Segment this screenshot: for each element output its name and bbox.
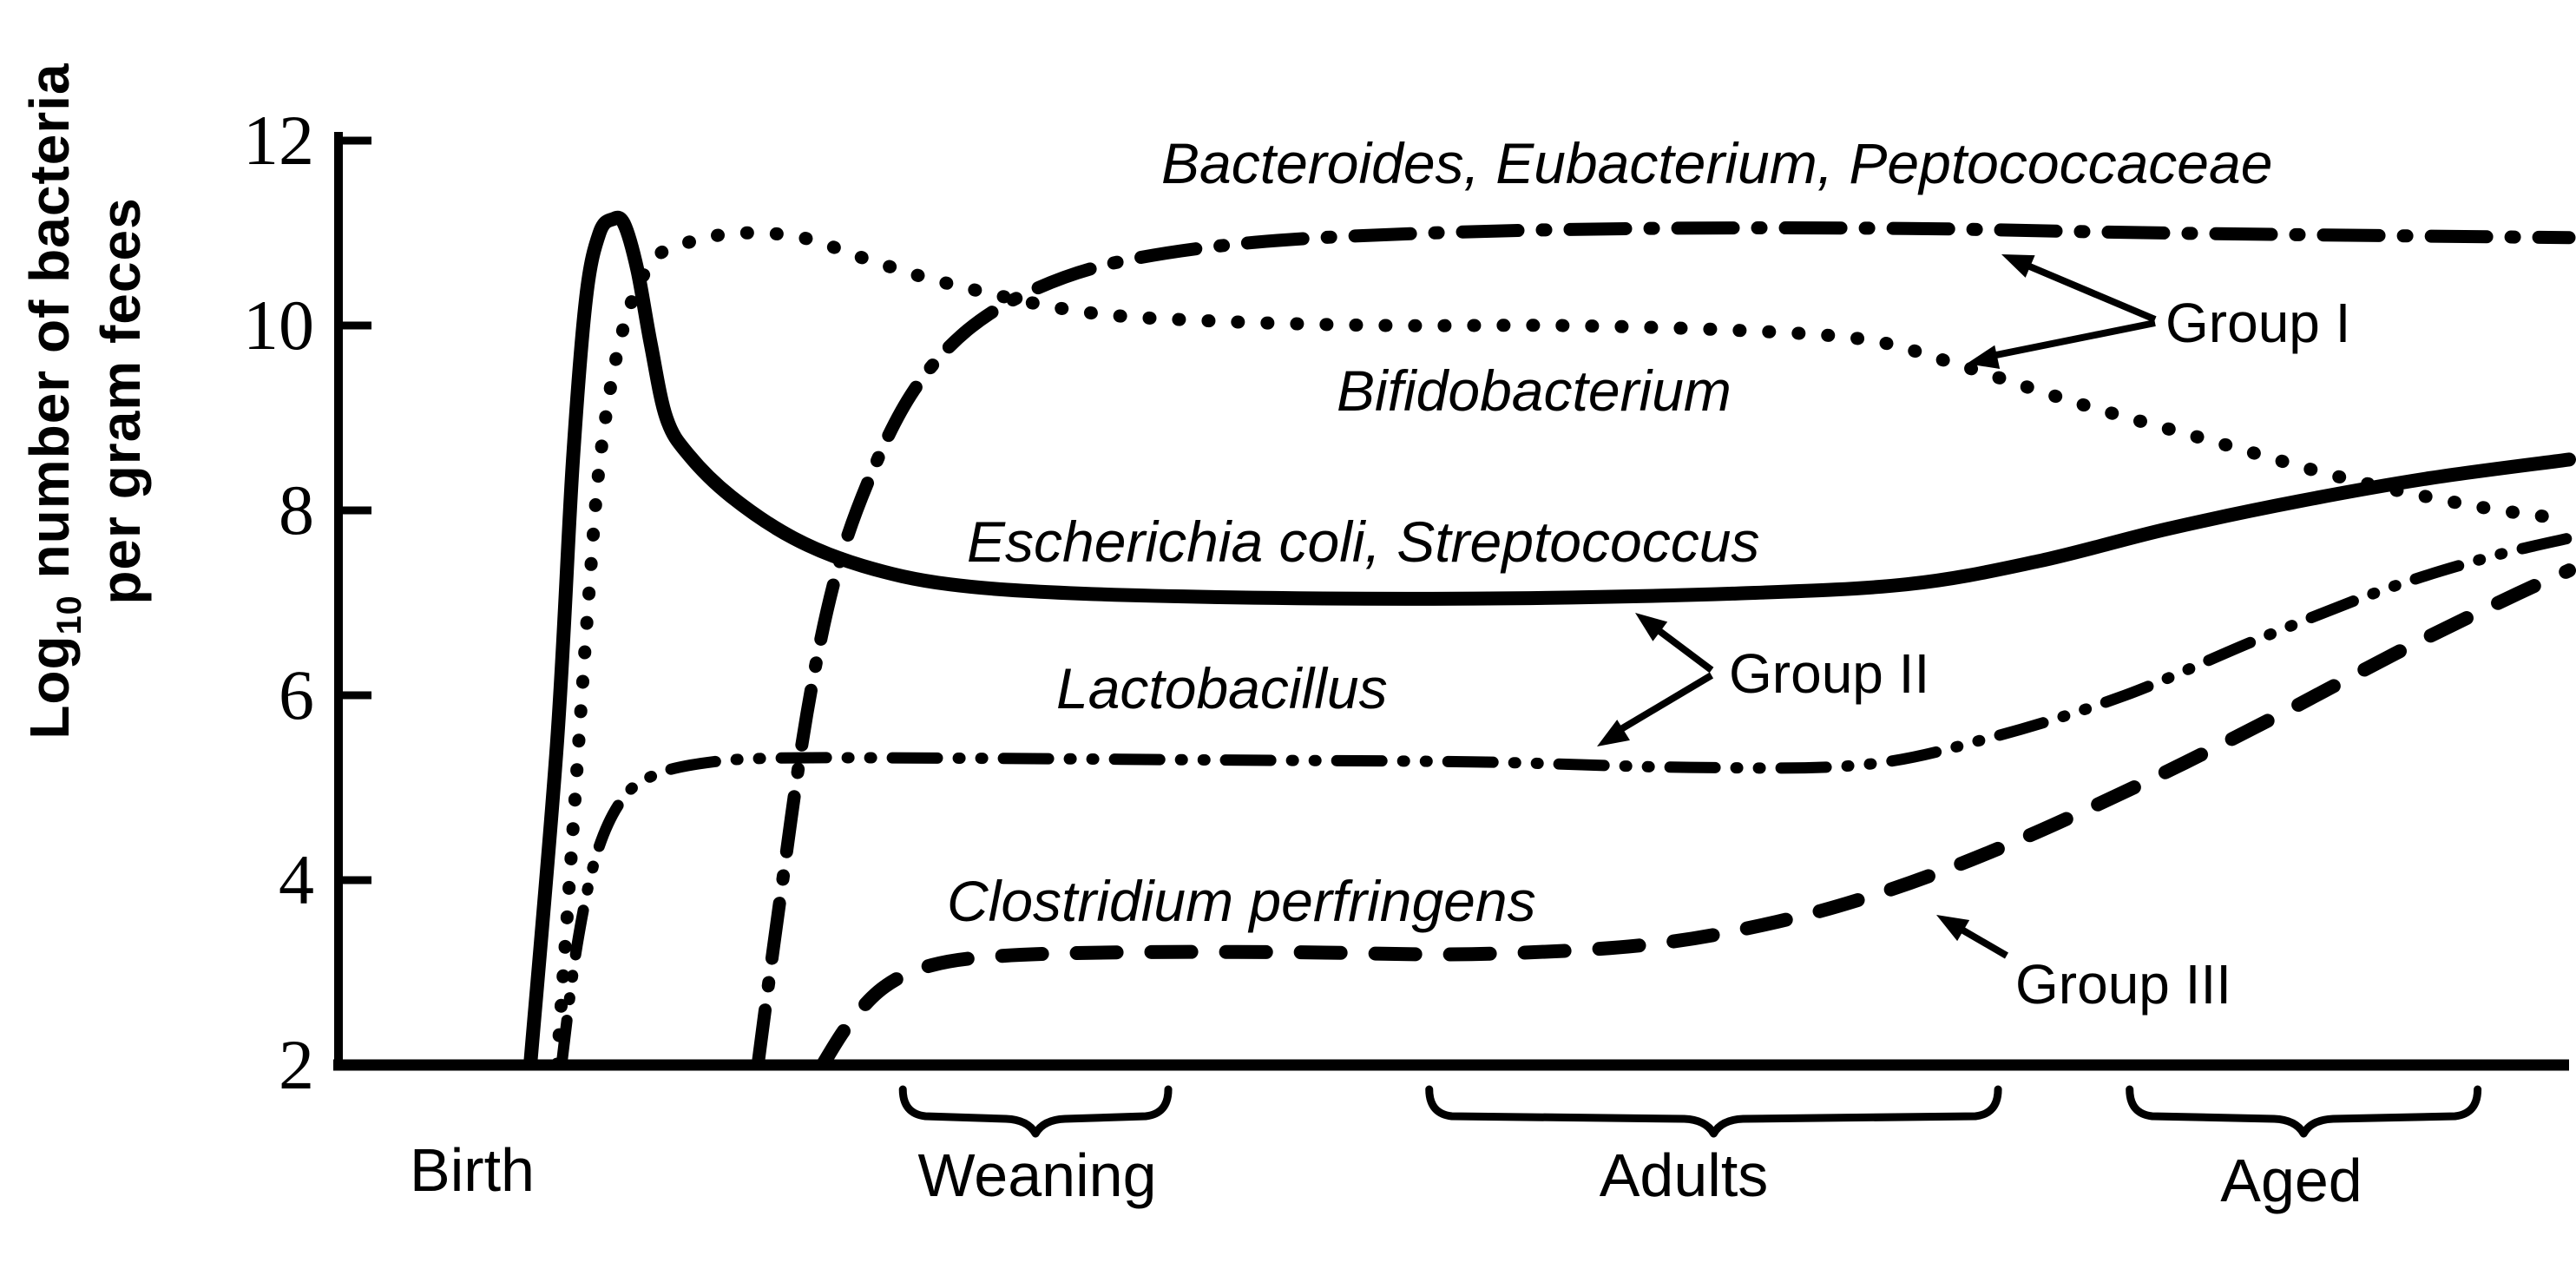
series-label-bacteroides: Bacteroides, Eubacterium, Peptococcaceae: [1161, 131, 2273, 195]
series-line-4-dashed: [815, 563, 2576, 1070]
series-line-0-dash-dot: [751, 221, 2576, 1070]
stage-label-birth: Birth: [410, 1136, 535, 1204]
y-tick-12: 12: [243, 101, 314, 180]
arrow-group1-to-bifidobacterium: [1982, 319, 2156, 361]
y-axis-title-line2: per gram feces: [89, 197, 152, 605]
annotation-group-2: Group II: [1729, 642, 1930, 705]
series-line-2-solid: [523, 210, 2576, 1070]
annotation-group-3: Group III: [2015, 953, 2231, 1016]
arrow-group1-to-bacteroides-head: [2001, 254, 2035, 278]
subscript-10: 10: [49, 595, 89, 635]
y-tick-6: 6: [279, 655, 314, 734]
y-axis-title: Log10 number of bacteria per gram feces: [14, 43, 160, 759]
series-label-clostridium: Clostridium perfringens: [947, 869, 1536, 933]
series-label-ecoli-streptococcus: Escherichia coli, Streptococcus: [967, 510, 1760, 574]
arrow-group2-to-lactobacillus: [1608, 672, 1714, 739]
annotation-group-1: Group I: [2165, 292, 2351, 354]
y-tick-8: 8: [279, 470, 314, 549]
series-label-bifidobacterium: Bifidobacterium: [1337, 358, 1732, 423]
arrow-group2-to-lactobacillus-head: [1597, 720, 1630, 746]
y-tick-10: 10: [243, 286, 314, 365]
stage-label-aged: Aged: [2220, 1147, 2362, 1214]
arrow-group3-to-clostridium-head: [1936, 915, 1970, 942]
y-tick-2: 2: [279, 1025, 314, 1104]
series-group: [523, 210, 2576, 1070]
stage-label-adults: Adults: [1599, 1141, 1769, 1209]
series-line-1-dotted: [550, 226, 2576, 1070]
series-line-3-dash-dot-dot: [555, 532, 2575, 1070]
arrow-group1-to-bacteroides: [2014, 257, 2157, 323]
series-label-lactobacillus: Lactobacillus: [1056, 656, 1388, 720]
arrow-group1-to-bifidobacterium-head: [1967, 345, 2001, 370]
y-axis-title-line1: Log10 number of bacteria: [18, 62, 89, 740]
stage-brace-adults: [1425, 1085, 2002, 1138]
stage-label-weaning: Weaning: [917, 1141, 1157, 1209]
arrow-group2-to-ecoli-head: [1635, 613, 1668, 641]
y-tick-4: 4: [279, 840, 314, 919]
stage-brace-aged: [2126, 1085, 2482, 1138]
stage-brace-weaning: [898, 1085, 1173, 1138]
